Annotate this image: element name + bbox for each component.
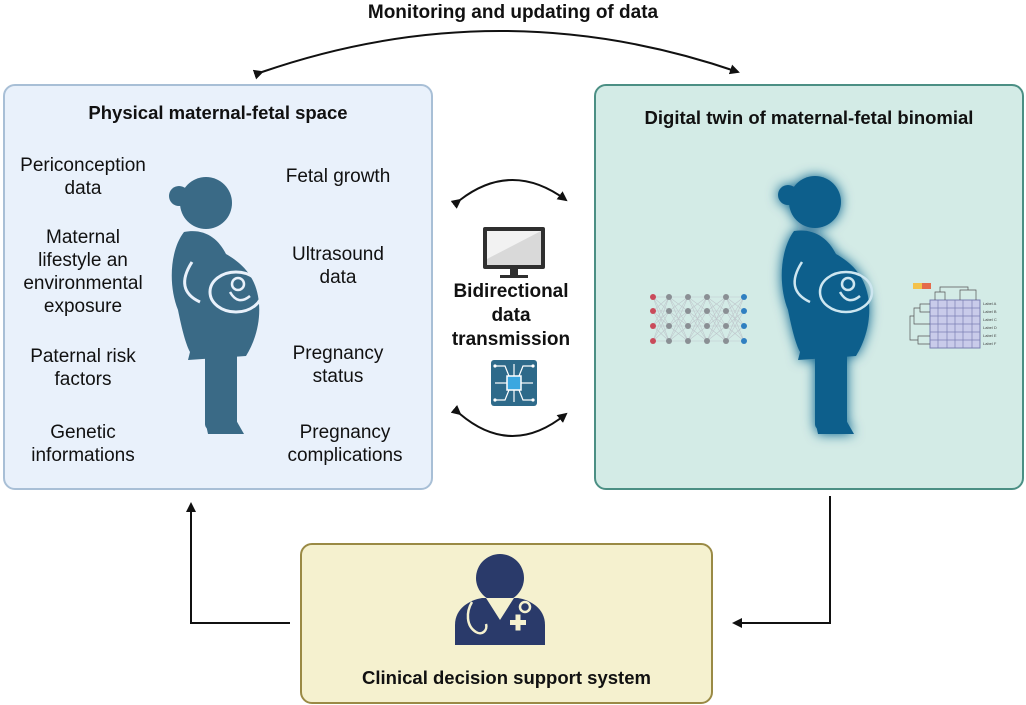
nn-node — [666, 338, 672, 344]
clinical-title: Clinical decision support system — [362, 667, 651, 688]
nn-edge — [687, 296, 708, 342]
nn-node — [704, 308, 710, 314]
nn-node — [741, 294, 747, 300]
nn-node — [685, 323, 691, 329]
nn-edge — [725, 310, 745, 342]
circuit-chip-icon — [491, 360, 537, 406]
top-double-arrow — [252, 30, 740, 80]
heatmap-row-label: Label B — [983, 309, 997, 314]
nn-edge — [687, 325, 708, 342]
nn-node — [723, 338, 729, 344]
nn-edge — [706, 325, 727, 342]
neural-network-icon — [650, 294, 747, 344]
digital-twin-title: Digital twin of maternal-fetal binomial — [644, 107, 974, 128]
nn-edge — [706, 310, 727, 342]
heatmap-row-label: Label C — [983, 317, 997, 322]
nn-node — [685, 294, 691, 300]
heatmap-row-label: Label F — [983, 341, 997, 346]
nn-edge — [687, 296, 708, 312]
nn-edge — [668, 310, 689, 342]
nn-edge — [668, 296, 689, 327]
pregnant-woman-icon — [169, 177, 264, 434]
bidirectional-label: Bidirectional data transmission — [451, 281, 571, 350]
digital-twin-figure-icon — [778, 176, 870, 434]
nn-edge — [687, 310, 708, 342]
factor-paternal-risk: Paternal risk factors — [30, 346, 136, 390]
heatmap-icon: Label A Label B Label C Label D Label E Label… — [909, 283, 997, 349]
nn-edge — [652, 296, 670, 312]
doctor-icon — [455, 554, 545, 645]
nn-edge — [725, 296, 745, 312]
factor-maternal-lifestyle: Maternal lifestyle an environmental expo… — [23, 227, 143, 317]
nn-edge — [706, 296, 727, 342]
factor-genetic: Genetic informations — [31, 422, 135, 466]
heatmap-row-label: Label D — [983, 325, 997, 330]
factor-fetal-growth: Fetal growth — [285, 166, 391, 187]
nn-edge — [668, 296, 689, 342]
nn-node — [704, 294, 710, 300]
lower-exchange-arrow — [450, 405, 568, 437]
nn-node — [723, 308, 729, 314]
heatmap-row-label: Label E — [983, 333, 997, 338]
nn-edge — [706, 296, 727, 312]
nn-node — [704, 323, 710, 329]
factor-pregnancy-status: Pregnancy status — [292, 343, 384, 387]
nn-edge — [725, 325, 745, 342]
nn-edge — [725, 296, 745, 342]
nn-edge — [706, 296, 727, 327]
nn-node — [650, 338, 656, 344]
nn-node — [741, 323, 747, 329]
nn-node — [685, 308, 691, 314]
nn-node — [723, 294, 729, 300]
nn-node — [723, 323, 729, 329]
digital-to-clinical-arrow — [732, 496, 831, 628]
nn-node — [666, 294, 672, 300]
upper-exchange-arrow — [450, 179, 568, 209]
nn-edge — [668, 296, 689, 312]
clinical-to-physical-arrow — [186, 502, 290, 624]
factor-periconception: Periconception data — [20, 155, 146, 199]
nn-edge — [652, 325, 670, 342]
nn-edge — [668, 325, 689, 342]
nn-edge — [652, 296, 670, 327]
nn-edge — [652, 296, 670, 342]
nn-edge — [652, 310, 670, 342]
nn-node — [741, 338, 747, 344]
nn-node — [741, 308, 747, 314]
factor-ultrasound: Ultrasound data — [292, 244, 384, 288]
physical-space-title: Physical maternal-fetal space — [88, 102, 348, 123]
nn-node — [650, 294, 656, 300]
nn-node — [704, 338, 710, 344]
heatmap-row-label: Label A — [983, 301, 997, 306]
nn-node — [685, 338, 691, 344]
nn-node — [650, 323, 656, 329]
nn-node — [650, 308, 656, 314]
nn-edge — [725, 296, 745, 327]
nn-node — [666, 323, 672, 329]
nn-edge — [687, 296, 708, 327]
nn-node — [666, 308, 672, 314]
factor-pregnancy-complications: Pregnancy complications — [287, 422, 403, 466]
digital-fetus-outline — [793, 261, 874, 314]
monitor-icon — [483, 227, 545, 278]
cycle-label: Monitoring and updating of data — [367, 2, 659, 23]
